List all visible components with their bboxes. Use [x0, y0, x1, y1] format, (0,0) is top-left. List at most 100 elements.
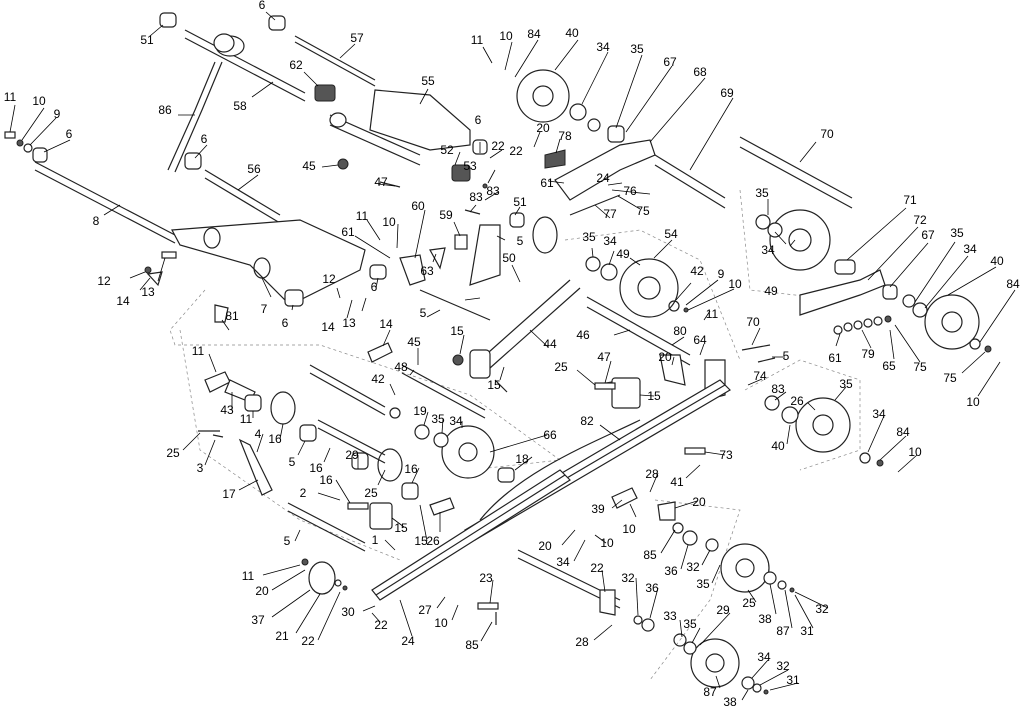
- part-number-label: 38: [758, 612, 772, 626]
- part-number-label: 83: [771, 382, 785, 396]
- part-number-label: 63: [420, 264, 434, 278]
- part-number-label: 6: [259, 0, 266, 12]
- part-number-label: 32: [815, 602, 829, 616]
- part-number-label: 22: [301, 634, 315, 648]
- part-number-label: 6: [371, 280, 378, 294]
- part-number-label: 27: [418, 603, 432, 617]
- part-number-label: 12: [97, 274, 111, 288]
- part-number-label: 16: [268, 432, 282, 446]
- part-number-label: 77: [603, 207, 617, 221]
- part-number-label: 67: [921, 228, 935, 242]
- part-number-label: 7: [261, 302, 268, 316]
- part-number-label: 60: [411, 199, 425, 213]
- part-number-label: 11: [356, 209, 369, 223]
- part-number-label: 11: [240, 412, 253, 426]
- part-number-label: 35: [755, 186, 769, 200]
- part-number-label: 52: [440, 143, 454, 157]
- part-number-label: 14: [321, 320, 335, 334]
- part-number-label: 23: [479, 571, 493, 585]
- part-number-label: 22: [374, 618, 388, 632]
- part-number-label: 35: [950, 226, 964, 240]
- part-number-label: 30: [341, 605, 355, 619]
- part-number-label: 25: [166, 446, 180, 460]
- part-number-label: 13: [141, 285, 155, 299]
- part-number-label: 45: [407, 335, 421, 349]
- part-number-label: 26: [790, 394, 804, 408]
- part-number-label: 17: [222, 487, 236, 501]
- part-number-label: 34: [556, 555, 570, 569]
- part-number-label: 76: [623, 184, 637, 198]
- part-number-label: 9: [54, 107, 61, 121]
- part-number-label: 58: [233, 99, 247, 113]
- part-number-label: 35: [696, 577, 710, 591]
- part-number-label: 10: [499, 29, 513, 43]
- part-number-label: 28: [575, 635, 589, 649]
- part-number-label: 24: [596, 171, 610, 185]
- part-number-label: 29: [716, 603, 730, 617]
- part-number-label: 74: [753, 369, 767, 383]
- part-number-label: 14: [379, 317, 393, 331]
- part-number-label: 20: [536, 121, 550, 135]
- part-number-label: 11: [4, 90, 17, 104]
- part-number-label: 11: [192, 344, 205, 358]
- part-number-label: 19: [413, 404, 427, 418]
- part-number-label: 72: [913, 213, 927, 227]
- part-number-label: 10: [600, 536, 614, 550]
- part-number-label: 67: [663, 55, 677, 69]
- part-number-label: 47: [374, 175, 388, 189]
- part-number-label: 34: [757, 650, 771, 664]
- part-number-label: 38: [723, 695, 737, 708]
- part-number-label: 22: [491, 139, 505, 153]
- part-number-label: 12: [322, 272, 336, 286]
- part-number-label: 83: [469, 190, 483, 204]
- part-number-label: 40: [990, 254, 1004, 268]
- part-number-label: 34: [872, 407, 886, 421]
- part-number-label: 26: [426, 534, 440, 548]
- part-number-label: 35: [630, 42, 644, 56]
- part-number-label: 32: [686, 560, 700, 574]
- part-number-label: 49: [764, 284, 778, 298]
- part-number-label: 15: [647, 389, 661, 403]
- part-number-label: 11: [242, 569, 255, 583]
- part-number-label: 35: [683, 617, 697, 631]
- part-number-label: 18: [515, 452, 529, 466]
- part-number-label: 37: [251, 613, 265, 627]
- part-number-label: 84: [1006, 277, 1020, 291]
- part-number-label: 2: [300, 486, 307, 500]
- part-number-label: 3: [197, 461, 204, 475]
- part-number-label: 53: [463, 159, 477, 173]
- part-number-label: 75: [636, 204, 650, 218]
- part-number-label: 68: [693, 65, 707, 79]
- part-number-label: 21: [275, 629, 289, 643]
- part-number-label: 61: [828, 351, 842, 365]
- callout-leader-lines: [9, 11, 1016, 701]
- part-number-label: 6: [282, 316, 289, 330]
- part-number-label: 5: [783, 349, 790, 363]
- part-number-label: 35: [431, 412, 445, 426]
- part-number-label: 9: [718, 267, 725, 281]
- part-number-label: 22: [509, 144, 523, 158]
- part-number-label: 20: [255, 584, 269, 598]
- part-number-label: 10: [382, 215, 396, 229]
- part-number-label: 70: [746, 315, 760, 329]
- part-number-label: 71: [903, 193, 917, 207]
- part-number-label: 83: [486, 184, 500, 198]
- part-number-label: 5: [284, 534, 291, 548]
- part-number-label: 49: [616, 247, 630, 261]
- part-number-label: 85: [465, 638, 479, 652]
- part-number-label: 25: [554, 360, 568, 374]
- part-number-label: 11: [471, 33, 484, 47]
- part-number-label: 44: [543, 337, 557, 351]
- part-number-label: 61: [540, 176, 554, 190]
- part-number-label: 62: [289, 58, 303, 72]
- part-number-label: 50: [502, 251, 516, 265]
- part-number-label: 46: [576, 328, 590, 342]
- part-number-label: 34: [603, 234, 617, 248]
- part-number-label: 43: [220, 403, 234, 417]
- part-number-label: 35: [582, 230, 596, 244]
- part-number-label: 32: [621, 571, 635, 585]
- part-number-label: 78: [558, 129, 572, 143]
- part-number-label: 70: [820, 127, 834, 141]
- part-number-label: 81: [225, 309, 239, 323]
